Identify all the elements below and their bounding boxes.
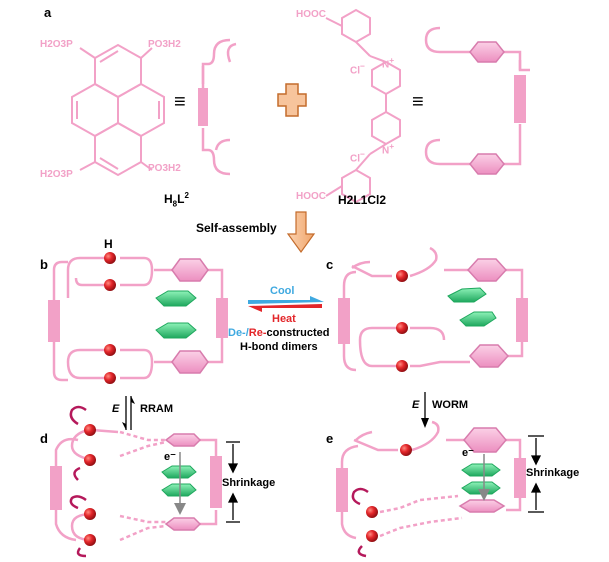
electron-label-d: e⁻ <box>164 451 176 463</box>
hexagon-c-top <box>466 258 508 282</box>
h-atom-d2 <box>84 454 96 466</box>
h-atom-e2 <box>366 506 378 518</box>
worm-arrow <box>421 392 429 428</box>
h-atom-b4 <box>104 372 116 384</box>
rotation-arrow-e1 <box>351 487 369 506</box>
hbond-dimers-label: H-bond dimers <box>240 341 318 353</box>
shrinkage-label-e: Shrinkage <box>526 467 580 479</box>
ligand-name-pyrene: H8L2 <box>164 191 189 209</box>
viologen-top-group: HOOC <box>296 9 326 20</box>
self-assembly-label: Self-assembly <box>196 221 277 235</box>
heat-arrow <box>248 304 322 312</box>
group-top-left: H2O3P <box>40 39 73 50</box>
counterion-top: Cl− <box>350 61 365 77</box>
group-bottom-left: H2O3P <box>40 169 73 180</box>
rotation-arrow-e2 <box>357 545 367 558</box>
panel-label-c: c <box>326 257 334 272</box>
h-atom-e3 <box>366 530 378 542</box>
rotation-arrow-d2 <box>73 466 81 481</box>
framework-e <box>336 420 526 540</box>
h-atom-d1 <box>84 424 96 436</box>
equiv-symbol-right: ≡ <box>412 91 424 113</box>
framework-b <box>48 256 228 382</box>
hexagon-bottom-a <box>469 153 505 175</box>
framework-c <box>338 246 528 372</box>
panel-label-a: a <box>44 5 52 20</box>
framework-d <box>50 428 222 542</box>
hexagon-e-bottom <box>458 499 506 513</box>
group-top-right: PO3H2 <box>148 39 181 50</box>
worm-label: WORM <box>432 399 469 411</box>
h-atom-c1 <box>396 270 408 282</box>
h-atom-b3 <box>104 344 116 356</box>
pyrene-plate-e1 <box>461 463 501 477</box>
h-atom-d3 <box>84 508 96 520</box>
pyrene-plate-c1 <box>447 287 487 303</box>
pyrene-equiv-cartoon <box>198 38 237 176</box>
h-atom-d4 <box>84 534 96 546</box>
shrinkage-arrows-d <box>226 441 240 523</box>
viologen-ligand-structure <box>325 8 401 204</box>
hexagon-top-a <box>469 41 505 63</box>
pyrene-plate-d2 <box>161 483 197 497</box>
h-atom-e1 <box>400 444 412 456</box>
viologen-equiv-cartoon <box>424 26 530 166</box>
h-atom-c2 <box>396 322 408 334</box>
rotation-arrow-d3 <box>69 495 87 510</box>
pyrene-ligand-structure <box>71 43 165 177</box>
n-plus-top: N+ <box>382 55 395 71</box>
counterion-bottom: Cl− <box>350 149 365 165</box>
hexagon-b-bottom <box>171 350 209 374</box>
electron-label-e: e⁻ <box>462 447 474 459</box>
cool-label: Cool <box>270 285 295 297</box>
hexagon-d-bottom <box>164 517 202 531</box>
pyrene-plate-e2 <box>461 481 501 495</box>
hexagon-c-bottom <box>468 344 510 368</box>
heat-label: Heat <box>272 313 296 325</box>
e-field-label-left: E <box>112 403 120 415</box>
pyrene-plate-b2 <box>155 322 197 339</box>
viologen-bottom-group: HOOC <box>296 191 326 202</box>
pyrene-plate-d1 <box>161 465 197 479</box>
self-assembly-arrow <box>286 211 316 254</box>
panel-label-e: e <box>326 431 334 446</box>
h-atom-b2 <box>104 279 116 291</box>
plus-sign <box>277 83 307 117</box>
rotation-arrow-d4 <box>76 547 87 558</box>
ligand-name-viologen: H2L1Cl2 <box>338 193 387 207</box>
equiv-symbol-left: ≡ <box>174 91 186 113</box>
pyrene-plate-b1 <box>155 290 197 307</box>
n-plus-bottom: N+ <box>382 141 395 157</box>
group-bottom-right: PO3H2 <box>148 163 181 174</box>
e-field-label-right: E <box>412 399 420 411</box>
hexagon-e-top <box>463 427 507 453</box>
cool-arrow <box>248 296 324 304</box>
rram-label: RRAM <box>140 403 173 415</box>
rotation-arrow-d1 <box>69 405 87 426</box>
hexagon-d-top <box>164 433 202 447</box>
panel-label-b: b <box>40 257 48 272</box>
h-atom-c3 <box>396 360 408 372</box>
h-label: H <box>104 237 113 251</box>
shrinkage-label-d: Shrinkage <box>222 477 276 489</box>
hexagon-b-top <box>171 258 209 282</box>
shrinkage-arrows-e <box>528 435 544 513</box>
panel-label-d: d <box>40 431 48 446</box>
pyrene-plate-c2 <box>459 311 497 327</box>
de-re-constructed-label: De-/Re-constructed <box>228 327 330 339</box>
h-atom-b1 <box>104 252 116 264</box>
rram-equilibrium-arrows <box>122 396 135 430</box>
